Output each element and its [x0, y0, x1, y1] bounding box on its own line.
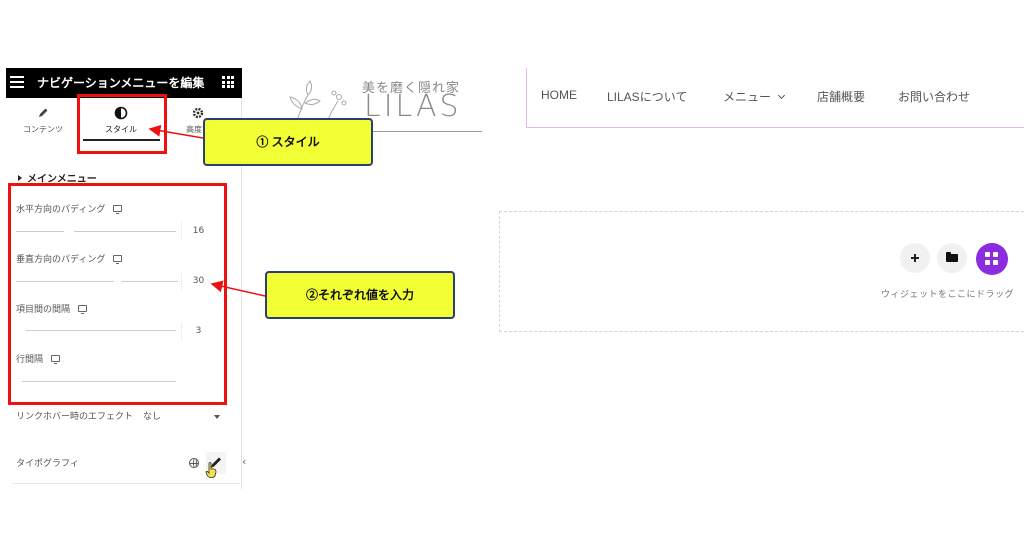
monitor-icon[interactable]: [113, 255, 123, 264]
section-divider: [12, 483, 240, 489]
contrast-icon: [114, 106, 128, 120]
monitor-icon[interactable]: [51, 355, 61, 364]
monitor-icon[interactable]: [113, 205, 123, 214]
control-label: 行間隔: [16, 355, 44, 365]
logo-wordmark: LILAS: [364, 89, 462, 124]
gear-icon: [192, 107, 204, 119]
nav-item-store-info[interactable]: 店舗概要: [817, 90, 866, 104]
nav-item-contact[interactable]: お問い合わせ: [898, 90, 971, 104]
number-input[interactable]: 16: [181, 222, 215, 240]
slider-track[interactable]: [22, 381, 176, 382]
highlight-style-tab: [77, 94, 167, 154]
control-label: 項目間の間隔: [16, 305, 71, 315]
hamburger-menu-icon[interactable]: [10, 76, 24, 88]
control-label-line-spacing: 行間隔: [16, 352, 61, 365]
pencil-icon: [39, 108, 48, 117]
slider-track[interactable]: [16, 281, 114, 282]
tab-style[interactable]: スタイル: [86, 104, 156, 144]
slider-track[interactable]: [122, 281, 178, 282]
hover-effect-label: リンクホバー時のエフェクト: [16, 412, 134, 422]
highlight-settings-group: [8, 183, 227, 405]
section-main-menu[interactable]: メインメニュー: [18, 170, 97, 185]
nav-item-about[interactable]: LILASについて: [607, 90, 688, 104]
active-tab-indicator: [83, 139, 160, 141]
hand-cursor-icon: [205, 462, 217, 478]
kit-library-button[interactable]: [976, 243, 1008, 275]
panel-title: ナビゲーションメニューを編集: [37, 76, 205, 90]
nav-item-menu[interactable]: メニュー: [723, 88, 786, 105]
callout-enter-values: ②それぞれ値を入力: [265, 271, 455, 319]
add-section-button[interactable]: [900, 243, 930, 273]
widgets-grid-icon[interactable]: [222, 76, 234, 88]
number-input[interactable]: 30: [181, 272, 215, 290]
nav-item-label: メニュー: [723, 90, 772, 104]
callout-style-tab: ① スタイル: [203, 118, 373, 166]
control-label-h-padding: 水平方向のパディング: [16, 202, 123, 215]
hover-effect-select[interactable]: リンクホバー時のエフェクトなし: [16, 409, 161, 422]
chevron-down-icon: [777, 91, 786, 100]
hover-effect-value: なし: [143, 412, 162, 422]
monitor-icon[interactable]: [78, 305, 88, 314]
pencil-icon: [211, 457, 221, 468]
control-label-v-padding: 垂直方向のパディング: [16, 252, 123, 265]
slider-track[interactable]: [74, 231, 176, 232]
tab-label: コンテンツ: [23, 125, 63, 134]
folder-icon: [946, 252, 958, 262]
tab-content[interactable]: コンテンツ: [8, 104, 78, 144]
tab-label: スタイル: [105, 125, 137, 134]
control-label: 水平方向のパディング: [16, 205, 106, 215]
logo-underline: [286, 131, 482, 132]
nav-menu: HOME LILASについて メニュー 店舗概要 お問い合わせ: [526, 68, 1024, 128]
control-label: 垂直方向のパディング: [16, 255, 106, 265]
template-library-button[interactable]: [937, 243, 967, 273]
globe-icon[interactable]: [189, 458, 199, 468]
logo-tagline: 美を磨く隠れ家: [362, 81, 461, 96]
slider-track[interactable]: [26, 330, 176, 331]
panel-header: ナビゲーションメニューを編集: [6, 68, 242, 98]
section-title: メインメニュー: [27, 174, 97, 185]
widget-drop-zone[interactable]: [499, 211, 1024, 332]
chevron-down-icon[interactable]: [214, 415, 220, 419]
drop-zone-hint: ウィジェットをここにドラッグ: [881, 290, 1015, 300]
nav-item-home[interactable]: HOME: [541, 88, 577, 102]
typography-label: タイポグラフィ: [16, 459, 79, 469]
control-label-item-gap: 項目間の間隔: [16, 302, 88, 315]
number-input[interactable]: 3: [181, 322, 215, 340]
slider-track[interactable]: [16, 231, 64, 232]
caret-right-icon: [18, 175, 22, 181]
collapse-panel-icon[interactable]: ‹: [242, 455, 247, 468]
